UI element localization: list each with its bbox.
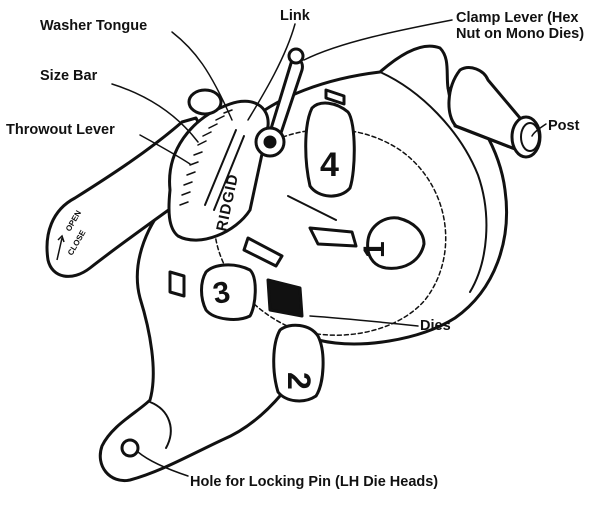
label-throwout-lever: Throwout Lever <box>6 122 115 138</box>
die-3-tab <box>170 272 184 296</box>
locking-pin-hole <box>122 440 138 456</box>
washer-knob <box>189 90 221 114</box>
label-link: Link <box>280 8 310 24</box>
link-pivot <box>289 49 303 63</box>
label-hole-for-locking-pin: Hole for Locking Pin (LH Die Heads) <box>190 474 438 490</box>
label-dies: Dies <box>420 318 451 334</box>
label-washer-tongue: Washer Tongue <box>40 18 147 34</box>
label-clamp-lever-line2: Nut on Mono Dies) <box>456 26 584 42</box>
label-clamp-lever-line1: Clamp Lever (Hex <box>456 10 579 26</box>
die-number-4: 4 <box>320 146 339 184</box>
die-number-1: 1 <box>358 241 391 258</box>
label-size-bar: Size Bar <box>40 68 97 84</box>
post-end-face <box>521 123 539 151</box>
die-number-2: 2 <box>281 372 317 390</box>
die-head-body <box>100 46 506 480</box>
clamp-lever-nut-center <box>265 137 275 147</box>
die-1-block <box>310 228 356 246</box>
label-post: Post <box>548 118 579 134</box>
